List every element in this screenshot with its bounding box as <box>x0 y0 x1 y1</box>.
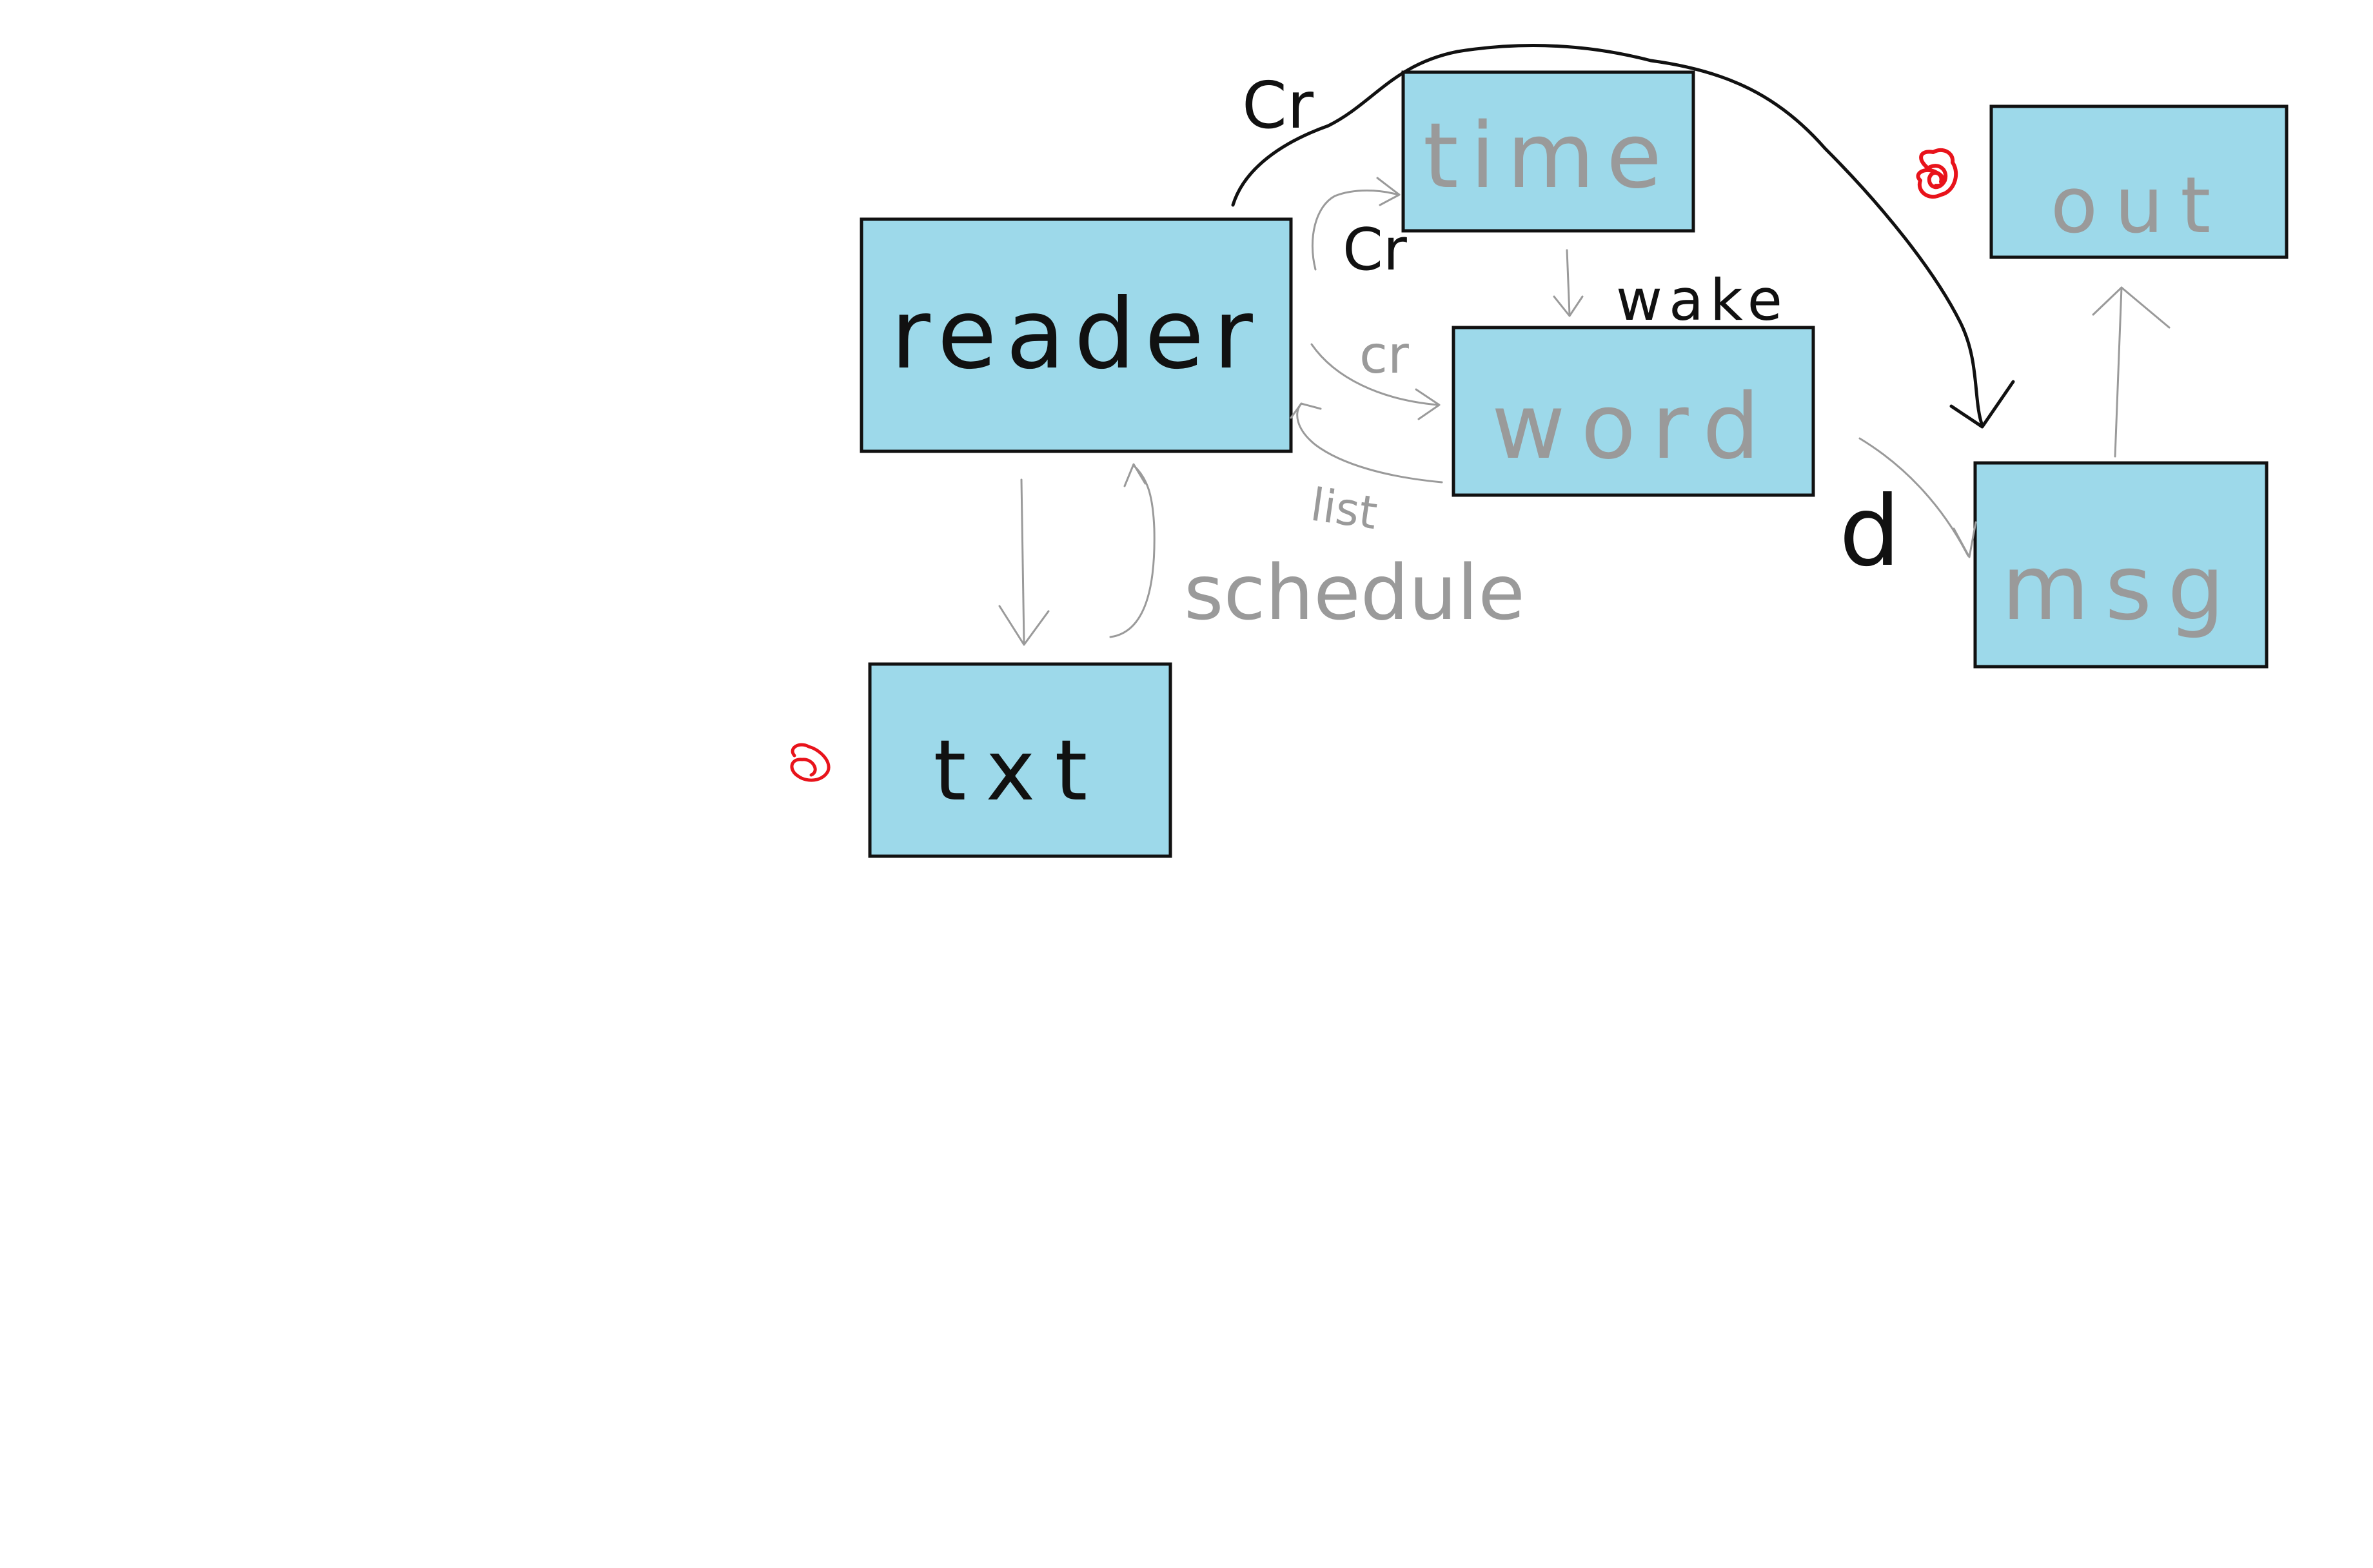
node-word[interactable]: word <box>1452 326 1815 497</box>
red-mark-txt <box>790 743 831 782</box>
edge-word-to-reader[interactable] <box>1290 402 1443 484</box>
node-out-label: out <box>2051 161 2228 251</box>
edge-reader-to-msg[interactable] <box>1231 44 2015 429</box>
edge-reader-to-word[interactable] <box>1310 343 1441 420</box>
label-cr-word: cr <box>1359 325 1409 385</box>
node-word-label: word <box>1492 375 1775 480</box>
edge-msg-to-out[interactable] <box>2092 286 2171 458</box>
edge-txt-to-reader[interactable] <box>1109 463 1156 638</box>
label-list: list <box>1308 478 1381 540</box>
edge-reader-to-txt[interactable] <box>998 478 1050 646</box>
red-mark-out <box>1916 148 1958 199</box>
node-time[interactable]: time <box>1401 70 1695 233</box>
node-reader[interactable]: reader <box>860 217 1293 453</box>
label-schedule: schedule <box>1184 548 1525 637</box>
node-msg[interactable]: msg <box>1973 461 2269 669</box>
node-time-label: time <box>1423 104 1673 209</box>
node-msg-label: msg <box>2002 536 2240 641</box>
node-txt-label: txt <box>934 721 1107 819</box>
node-txt[interactable]: txt <box>868 662 1172 858</box>
label-wake: wake <box>1616 267 1789 333</box>
label-cr-time: Cr <box>1343 216 1407 284</box>
label-d: d <box>1839 476 1900 588</box>
node-out[interactable]: out <box>1989 104 2289 259</box>
edge-reader-to-time[interactable] <box>1311 177 1401 271</box>
node-reader-label: reader <box>891 279 1262 391</box>
edge-word-to-msg[interactable] <box>1858 437 1977 558</box>
label-cr-top: Cr <box>1242 68 1314 143</box>
edge-time-to-word[interactable] <box>1553 249 1584 317</box>
